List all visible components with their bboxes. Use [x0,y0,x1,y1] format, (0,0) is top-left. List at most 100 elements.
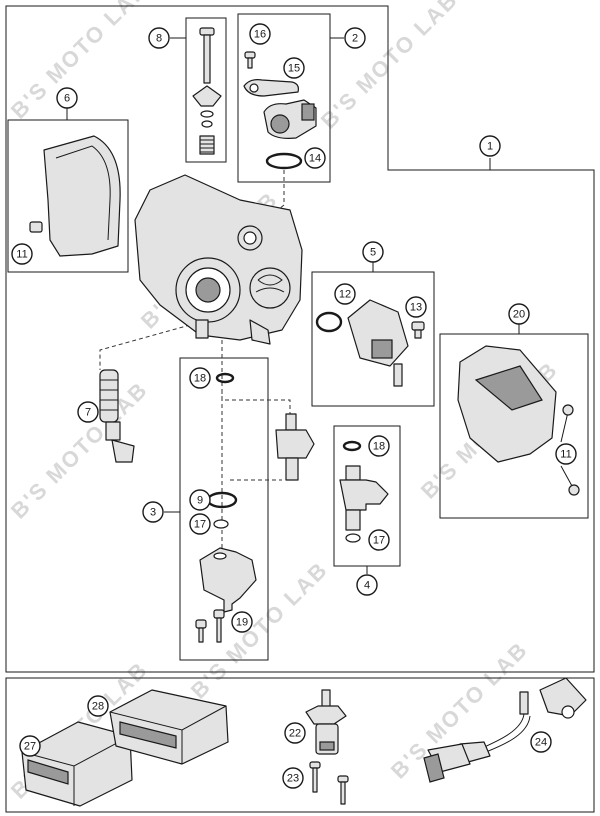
callout-label: 3 [150,507,156,519]
callout-label: 14 [309,153,321,165]
throttle-position-sensor-assembly [243,51,317,170]
callout-19: 19 [231,611,253,633]
map-sensor-assembly [315,299,425,387]
callout-20: 20 [508,303,530,325]
callout-4: 4 [356,574,378,596]
callout-label: 4 [364,580,370,592]
callout-circle [19,735,41,757]
callout-circle [189,489,211,511]
frame-group-8 [185,17,227,163]
callout-8: 8 [148,27,170,49]
mounting-screws [309,761,349,805]
callout-label: 12 [339,289,351,301]
callout-label: 15 [288,63,300,75]
frame-group-2 [237,13,331,183]
watermark-text: B'S MOTO LAB [6,0,153,124]
callout-17: 17 [189,513,211,535]
callout-circle [508,303,530,325]
fuel-injector-assembly [339,440,389,543]
callout-circle [11,243,33,265]
callout-14: 14 [304,147,326,169]
callout-circle [189,513,211,535]
callout-15: 15 [283,57,305,79]
callout-circle [77,401,99,423]
callout-23: 23 [282,767,304,789]
throttle-body [134,174,303,345]
engine-control-unit [21,721,133,807]
callout-label: 11 [16,249,27,261]
callout-circle [142,501,164,523]
callout-28: 28 [87,695,109,717]
callout-label: 9 [197,495,203,507]
speed-sensor [305,689,347,755]
callout-22: 22 [284,722,306,744]
callout-circle [555,443,577,465]
fuel-injector-top [275,413,315,481]
callout-2: 2 [344,27,366,49]
injector-holder-assembly [195,372,257,643]
callout-12: 12 [334,283,356,305]
callout-9: 9 [189,489,211,511]
callout-circle [283,57,305,79]
callout-label: 16 [254,29,266,41]
callout-13: 13 [405,296,427,318]
callout-label: 24 [535,737,547,749]
callout-circle [284,722,306,744]
callout-circle [87,695,109,717]
callout-circle [368,529,390,551]
throttle-position-sensor-large [457,345,580,496]
callout-label: 18 [373,441,385,453]
watermark-text: B'S MOTO LAB [316,0,463,134]
callout-label: 5 [370,247,376,259]
assembly-line-18 [221,340,291,420]
callout-16: 16 [249,23,271,45]
frame-group-20 [439,333,589,519]
callout-27: 27 [19,735,41,757]
callout-circle [405,296,427,318]
callout-11: 11 [555,443,577,465]
control-module [109,689,229,765]
callout-6: 6 [56,87,78,109]
callout-label: 19 [236,617,248,629]
callout-label: 28 [92,701,104,713]
callout-label: 11 [560,449,571,461]
callout-label: 2 [352,33,358,45]
callout-circle [189,367,211,389]
callout-label: 17 [373,535,385,547]
assembly-line-7 [99,324,191,370]
callout-circle [304,147,326,169]
callout-label: 22 [289,728,301,740]
idle-adjust-screw-assembly [192,27,222,155]
callout-label: 6 [64,93,70,105]
callout-5: 5 [362,241,384,263]
callout-circle [368,435,390,457]
callout-circle [56,87,78,109]
callout-circle [530,731,552,753]
frame-group-6 [7,119,129,273]
callout-24: 24 [530,731,552,753]
callout-label: 8 [156,33,162,45]
callout-label: 1 [487,141,493,153]
callout-circle [334,283,356,305]
frame-main [5,5,595,673]
sensor-cable [423,677,587,783]
callout-circle [282,767,304,789]
callout-18: 18 [189,367,211,389]
callout-circle [479,135,501,157]
callout-circle [231,611,253,633]
callout-label: 13 [410,302,422,314]
callout-label: 7 [85,407,91,419]
callout-18: 18 [368,435,390,457]
callout-layer: 1234567891111121314151617171818192022232… [11,23,577,789]
callout-circle [344,27,366,49]
callout-circle [148,27,170,49]
leader-11b-1 [560,411,569,443]
callout-17: 17 [368,529,390,551]
callout-7: 7 [77,401,99,423]
callout-label: 27 [24,741,36,753]
frame-bottom [5,677,595,813]
throttle-body-cover [29,135,121,257]
callout-1: 1 [479,135,501,157]
callout-label: 18 [194,373,206,385]
